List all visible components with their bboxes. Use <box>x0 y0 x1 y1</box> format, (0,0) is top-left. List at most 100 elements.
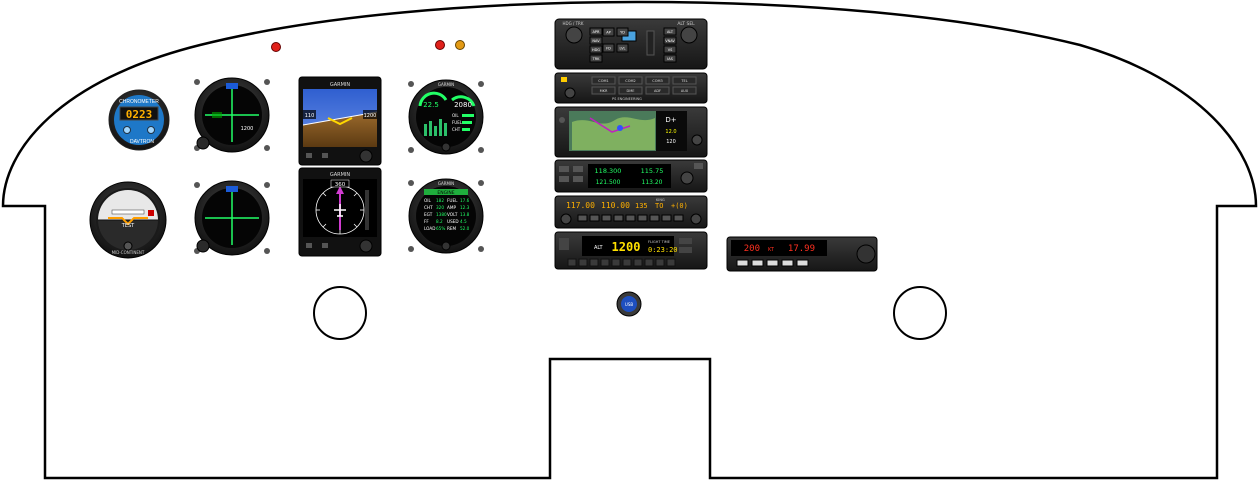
chronometer-left-button[interactable] <box>123 126 131 134</box>
autopilot-button[interactable] <box>589 54 603 63</box>
transponder-time-label: FLIGHT TIME <box>648 240 670 244</box>
dme-button[interactable] <box>796 259 809 267</box>
nav-radio-button[interactable] <box>673 214 684 222</box>
engine-top-knob[interactable] <box>441 142 451 152</box>
engine-top-brand: GARMIN <box>438 82 454 87</box>
audio-volume-knob[interactable] <box>564 87 576 99</box>
hsi-knob[interactable] <box>359 239 373 253</box>
transponder-key[interactable] <box>611 258 621 267</box>
transponder-key[interactable] <box>666 258 676 267</box>
autopilot-button[interactable] <box>589 45 603 54</box>
audio-key-label: COM1 <box>598 79 608 83</box>
autopilot-button[interactable] <box>589 27 603 36</box>
nav-radio-button[interactable] <box>613 214 624 222</box>
autopilot-alt-knob[interactable] <box>680 26 698 44</box>
dme-button[interactable] <box>736 259 749 267</box>
audio-key[interactable] <box>591 76 616 85</box>
pfd-button-2[interactable] <box>322 153 328 158</box>
audio-key[interactable] <box>618 76 643 85</box>
nav-radio-button[interactable] <box>637 214 648 222</box>
chronometer-right-button[interactable] <box>147 126 155 134</box>
nav-radio-button[interactable] <box>661 214 672 222</box>
autopilot-button[interactable] <box>602 27 615 37</box>
navcom-button-2[interactable] <box>559 176 569 182</box>
audio-key[interactable] <box>645 86 670 95</box>
pfd-knob[interactable] <box>359 149 373 163</box>
nav-radio-button[interactable] <box>577 214 588 222</box>
engine-bottom-knob[interactable] <box>441 241 451 251</box>
transponder-key[interactable] <box>633 258 643 267</box>
transponder-key[interactable] <box>567 258 577 267</box>
autopilot-button[interactable] <box>616 27 629 37</box>
hsi-button-2[interactable] <box>322 243 328 248</box>
dme-button[interactable] <box>781 259 794 267</box>
transponder-crsr-button[interactable] <box>679 247 692 253</box>
navcom-com-active: 118.300 <box>595 167 622 175</box>
audio-key[interactable] <box>618 86 643 95</box>
pfd-button-1[interactable] <box>306 153 312 158</box>
audio-key[interactable] <box>591 86 616 95</box>
audio-key[interactable] <box>672 76 697 85</box>
pfd-display-unit: GARMIN 110 1200 <box>298 76 382 166</box>
nav-radio-button[interactable] <box>589 214 600 222</box>
autopilot-button-label: VS <box>668 48 673 52</box>
navcom-button-3[interactable] <box>573 166 583 172</box>
right-air-vent[interactable] <box>893 286 947 340</box>
engine-bottom-cell: 1380 <box>436 212 447 217</box>
navcom-knob[interactable] <box>680 171 694 185</box>
autopilot-pitch-wheel[interactable] <box>646 30 655 56</box>
transponder-key[interactable] <box>644 258 654 267</box>
autopilot-button[interactable] <box>616 43 629 53</box>
autopilot-button[interactable] <box>602 43 615 53</box>
transponder-key[interactable] <box>578 258 588 267</box>
nav-radio-button[interactable] <box>649 214 660 222</box>
chronometer-title: CHRONOMETER <box>119 99 159 105</box>
hsi-button-1[interactable] <box>306 243 312 248</box>
gps-knob[interactable] <box>691 134 703 146</box>
dme-button[interactable] <box>766 259 779 267</box>
engine-bottom-cell: USED <box>447 219 459 224</box>
nav-radio-left-knob[interactable] <box>560 213 572 225</box>
autopilot-button[interactable] <box>663 54 677 63</box>
transponder-time: 0:23:20 <box>648 246 678 254</box>
nav-radio-button[interactable] <box>625 214 636 222</box>
autopilot-button-label: LVL <box>620 47 626 51</box>
transponder-key[interactable] <box>655 258 665 267</box>
engine-top-map: 22.5 <box>423 101 439 109</box>
svg-text:FUEL: FUEL <box>452 120 463 125</box>
autopilot-button[interactable] <box>663 45 677 54</box>
navcom-swap-button[interactable] <box>694 163 703 169</box>
audio-key[interactable] <box>645 76 670 85</box>
dme-buttons <box>736 259 809 267</box>
nav-radio-right-knob[interactable] <box>690 213 702 225</box>
autopilot-button[interactable] <box>663 36 677 45</box>
g5-top-knob[interactable] <box>196 136 210 150</box>
transponder-ident-button[interactable] <box>559 238 569 250</box>
transponder-key[interactable] <box>622 258 632 267</box>
autopilot-hdg-knob[interactable] <box>565 26 583 44</box>
left-air-vent[interactable] <box>313 286 367 340</box>
usb-port[interactable]: USB <box>616 291 642 317</box>
navcom-button-1[interactable] <box>559 166 569 172</box>
autopilot-button[interactable] <box>663 27 677 36</box>
gps-home-button[interactable] <box>559 117 565 123</box>
engine-bottom-cell: 52.0 <box>460 226 470 231</box>
transponder-unit: ALT 1200 FLIGHT TIME 0:23:20 <box>554 231 708 270</box>
dme-knob[interactable] <box>856 244 876 264</box>
transponder-key[interactable] <box>589 258 599 267</box>
autopilot-button[interactable] <box>589 36 603 45</box>
dme-button[interactable] <box>751 259 764 267</box>
autopilot-button-label: TRK <box>592 57 601 61</box>
audio-key-label: ADF <box>654 89 661 93</box>
navcom-button-4[interactable] <box>573 176 583 182</box>
g5-bottom-knob[interactable] <box>196 239 210 253</box>
transponder-key[interactable] <box>600 258 610 267</box>
attitude-adjust-knob[interactable] <box>123 241 133 251</box>
transponder-func-button[interactable] <box>679 238 692 244</box>
nav-radio-button[interactable] <box>601 214 612 222</box>
audio-key[interactable] <box>672 86 697 95</box>
autopilot-button-label: IAS <box>667 57 673 61</box>
